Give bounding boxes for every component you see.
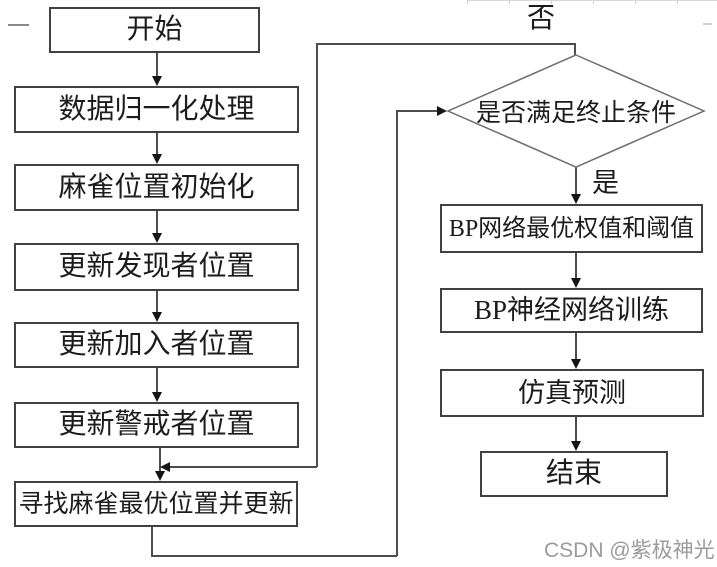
node-find-best-position: 寻找麻雀最优位置并更新 <box>14 481 298 527</box>
arrowhead-into-decision <box>437 106 447 116</box>
edge-decision-weights <box>575 167 577 194</box>
node-update-joiner: 更新加入者位置 <box>14 322 299 368</box>
edge-no-loop-stub <box>574 43 576 55</box>
arrowhead-init-discoverer <box>152 233 162 243</box>
label-no: 否 <box>527 3 556 34</box>
edge-bottom-horizontal <box>151 555 397 557</box>
node-decision: 是否满足终止条件 <box>475 100 676 127</box>
right-dash-artifact <box>703 23 712 25</box>
node-data-normalization: 数据归一化处理 <box>14 86 299 133</box>
edge-no-loop-top <box>316 43 576 45</box>
edge-into-decision <box>397 110 438 112</box>
edge-no-loop-down <box>316 43 318 467</box>
node-bp-training: BP神经网络训练 <box>440 288 703 333</box>
node-simulation-prediction: 仿真预测 <box>440 369 704 417</box>
arrowhead-discoverer-joiner <box>152 312 162 322</box>
node-start: 开始 <box>49 7 260 53</box>
edge-findbest-exit <box>151 527 153 556</box>
edge-discoverer-joiner <box>156 291 158 312</box>
arrowhead-no-loop-merge <box>160 462 170 472</box>
edge-weights-training <box>575 253 577 278</box>
edge-scout-findbest <box>159 448 161 471</box>
node-update-scout: 更新警戒者位置 <box>14 402 299 448</box>
arrowhead-weights-training <box>571 278 581 288</box>
edge-start-normalize <box>156 53 158 76</box>
edge-up-to-decision <box>396 110 398 556</box>
arrowhead-training-simulation <box>571 359 581 369</box>
label-yes: 是 <box>592 168 619 198</box>
edge-joiner-scout <box>156 368 158 392</box>
left-dash-artifact <box>8 24 29 26</box>
top-edge-artifact <box>467 0 717 4</box>
edge-simulation-end <box>575 417 577 441</box>
node-end: 结束 <box>480 451 668 497</box>
edge-training-simulation <box>575 333 577 359</box>
arrowhead-decision-weights <box>571 194 581 204</box>
decision-diamond-shape <box>446 54 706 168</box>
edge-init-discoverer <box>156 211 158 233</box>
csdn-watermark: CSDN @紫极神光 <box>544 539 715 562</box>
edge-no-loop-merge <box>170 466 317 468</box>
node-bp-optimal-weights: BP网络最优权值和阈值 <box>440 204 703 253</box>
arrowhead-normalize-init <box>152 154 162 164</box>
arrowhead-start-normalize <box>152 76 162 86</box>
node-sparrow-init: 麻雀位置初始化 <box>14 164 299 211</box>
arrowhead-scout-findbest <box>155 471 165 481</box>
node-update-discoverer: 更新发现者位置 <box>14 243 299 291</box>
edge-normalize-init <box>156 133 158 154</box>
arrowhead-joiner-scout <box>152 392 162 402</box>
arrowhead-simulation-end <box>571 441 581 451</box>
